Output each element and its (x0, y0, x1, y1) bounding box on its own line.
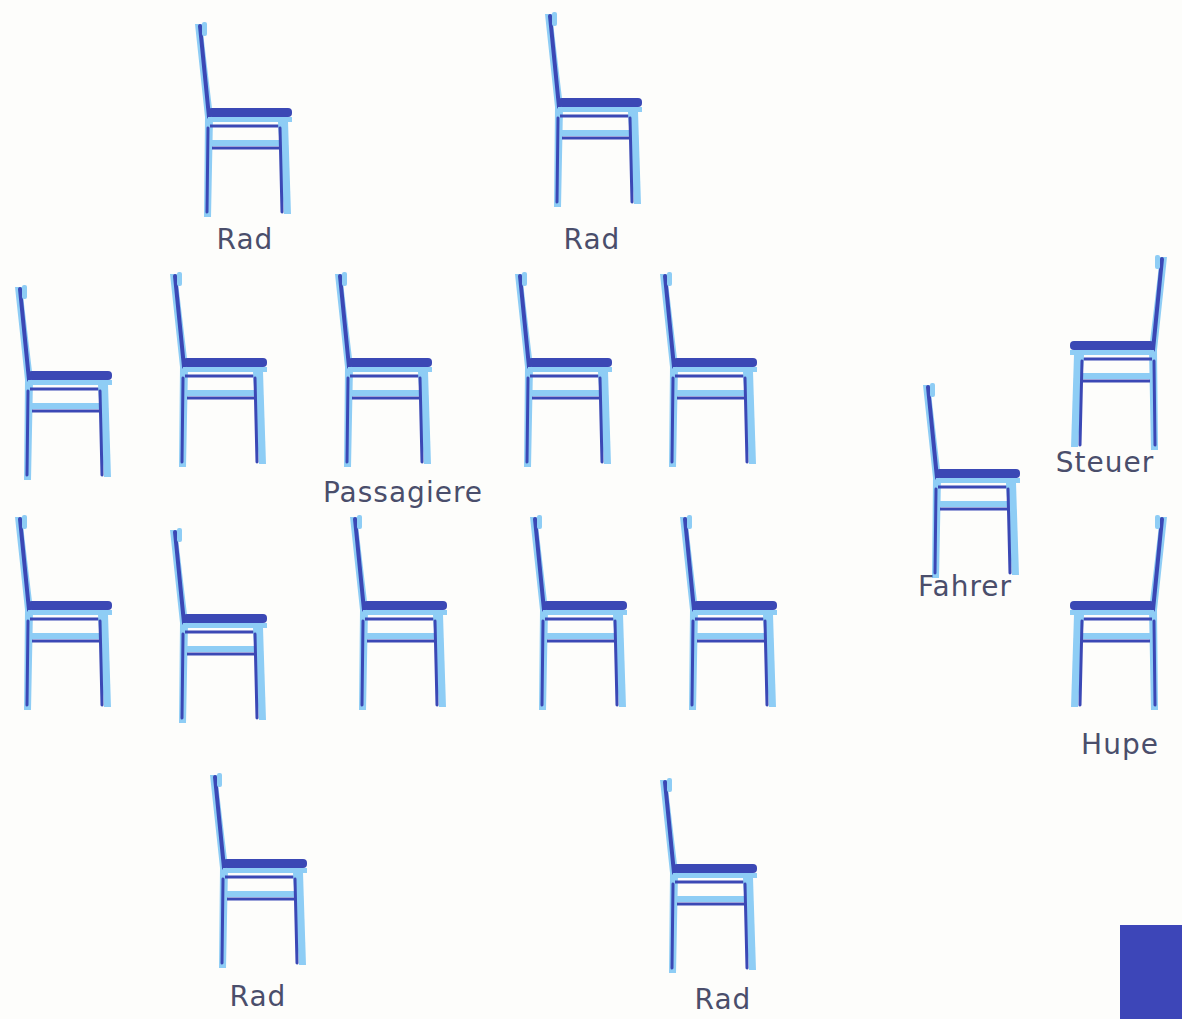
chair (15, 285, 112, 480)
chair (210, 773, 307, 968)
chair (350, 515, 447, 710)
chair (545, 12, 642, 207)
chair-label: Rad (564, 225, 621, 255)
chair (680, 515, 777, 710)
chair (15, 515, 112, 710)
chair (515, 272, 612, 467)
chair-label: Passagiere (323, 478, 483, 508)
chair (1070, 515, 1167, 710)
chair (1070, 255, 1167, 450)
chair-label: Rad (230, 982, 287, 1012)
chair-label: Rad (695, 985, 752, 1015)
chair (170, 272, 267, 467)
chair-label: Fahrer (918, 572, 1012, 602)
chair (660, 778, 757, 973)
chair-label: Hupe (1081, 730, 1159, 760)
chair (660, 272, 757, 467)
chair-label: Rad (217, 225, 274, 255)
chair (530, 515, 627, 710)
corner-block (1120, 925, 1182, 1019)
chair-label: Steuer (1056, 448, 1154, 478)
chair (195, 22, 292, 217)
chair (923, 383, 1020, 578)
chair (335, 272, 432, 467)
chair (170, 528, 267, 723)
